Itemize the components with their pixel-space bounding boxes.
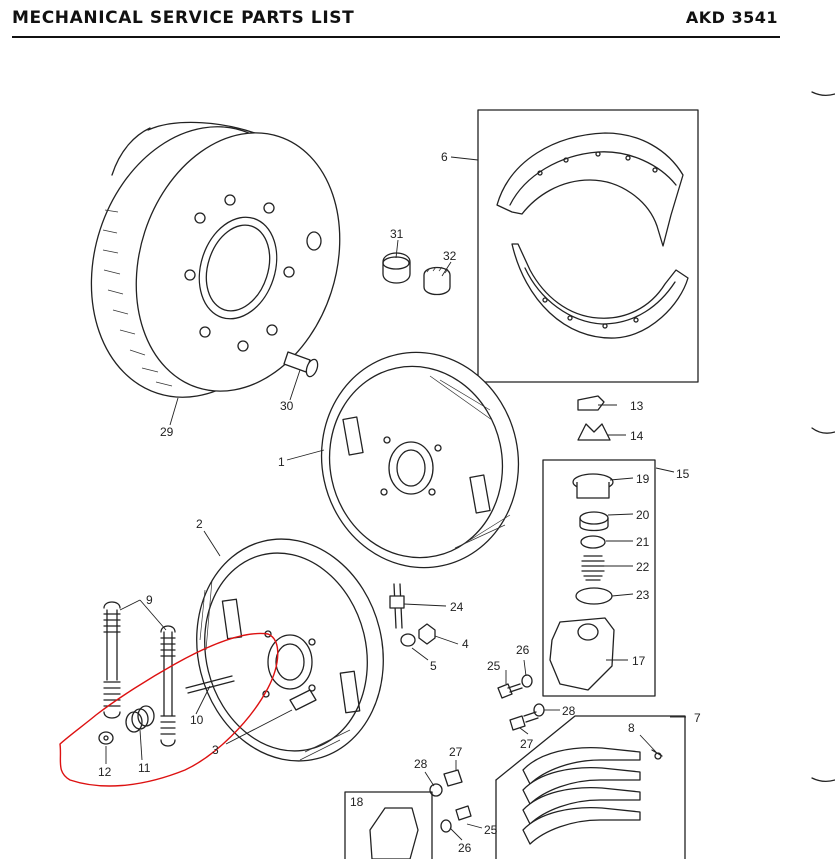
part-eighteen-panel bbox=[344, 791, 433, 859]
adjuster-parts bbox=[577, 395, 611, 441]
callout-32: 32 bbox=[443, 249, 457, 263]
callout-15: 15 bbox=[676, 467, 690, 481]
page-header: MECHANICAL SERVICE PARTS LIST AKD 3541 bbox=[12, 0, 780, 40]
callout-7: 7 bbox=[694, 711, 701, 725]
callout-18: 18 bbox=[350, 795, 364, 809]
callout-10: 10 bbox=[190, 713, 204, 727]
callout-31: 31 bbox=[390, 227, 404, 241]
callout-21: 21 bbox=[636, 535, 650, 549]
red-annotation-loop bbox=[59, 632, 279, 787]
callout-12: 12 bbox=[98, 765, 112, 779]
callout-8: 8 bbox=[628, 721, 635, 735]
callout-1: 1 bbox=[278, 455, 285, 469]
wheel-cylinder-panel bbox=[542, 459, 656, 697]
callout-11: 11 bbox=[138, 761, 151, 775]
callout-13: 13 bbox=[630, 399, 644, 413]
callout-14: 14 bbox=[630, 429, 644, 443]
callout-28b: 28 bbox=[414, 757, 428, 771]
bolt-and-pin bbox=[185, 675, 317, 711]
callout-27b: 27 bbox=[449, 745, 463, 759]
callout-5: 5 bbox=[430, 659, 437, 673]
callout-labels: 1 2 3 4 5 6 7 8 9 10 11 12 13 14 15 17 1… bbox=[98, 150, 701, 855]
callout-20: 20 bbox=[636, 508, 650, 522]
callout-9: 9 bbox=[146, 593, 153, 607]
drum-plugs bbox=[382, 252, 451, 296]
callout-6: 6 bbox=[441, 150, 448, 164]
leader-lines bbox=[105, 156, 686, 841]
bleed-screw-nut-washer bbox=[389, 583, 436, 647]
callout-25a: 25 bbox=[487, 659, 501, 673]
callout-25b: 25 bbox=[484, 823, 498, 837]
return-springs bbox=[103, 601, 176, 747]
wheel-cylinder-parts bbox=[549, 473, 615, 691]
callout-29: 29 bbox=[160, 425, 174, 439]
small-spring-and-washer bbox=[98, 705, 155, 745]
brake-shoes-pair bbox=[496, 132, 689, 339]
callout-22: 22 bbox=[636, 560, 650, 574]
callout-26a: 26 bbox=[516, 643, 530, 657]
callout-17: 17 bbox=[632, 654, 646, 668]
shoe-kit-panel bbox=[495, 715, 686, 859]
callout-26b: 26 bbox=[458, 841, 472, 855]
callout-19: 19 bbox=[636, 472, 650, 486]
callout-30: 30 bbox=[280, 399, 294, 413]
callout-4: 4 bbox=[462, 637, 469, 651]
callout-23: 23 bbox=[636, 588, 650, 602]
margin-marks bbox=[811, 91, 835, 782]
part-list-code: AKD 3541 bbox=[685, 8, 778, 27]
brake-drum bbox=[90, 121, 341, 398]
brake-shoe-panel bbox=[477, 109, 699, 383]
document-title: MECHANICAL SERVICE PARTS LIST bbox=[12, 8, 355, 28]
callout-27a: 27 bbox=[520, 737, 534, 751]
back-plate-two bbox=[196, 538, 384, 762]
callout-28a: 28 bbox=[562, 704, 576, 718]
wheel-stud bbox=[283, 351, 319, 378]
header-rule bbox=[12, 36, 780, 38]
callout-24: 24 bbox=[450, 600, 464, 614]
callout-2: 2 bbox=[196, 517, 203, 531]
callout-3: 3 bbox=[212, 743, 219, 757]
back-plate-one bbox=[320, 351, 520, 569]
mounting-bolts bbox=[429, 674, 545, 833]
